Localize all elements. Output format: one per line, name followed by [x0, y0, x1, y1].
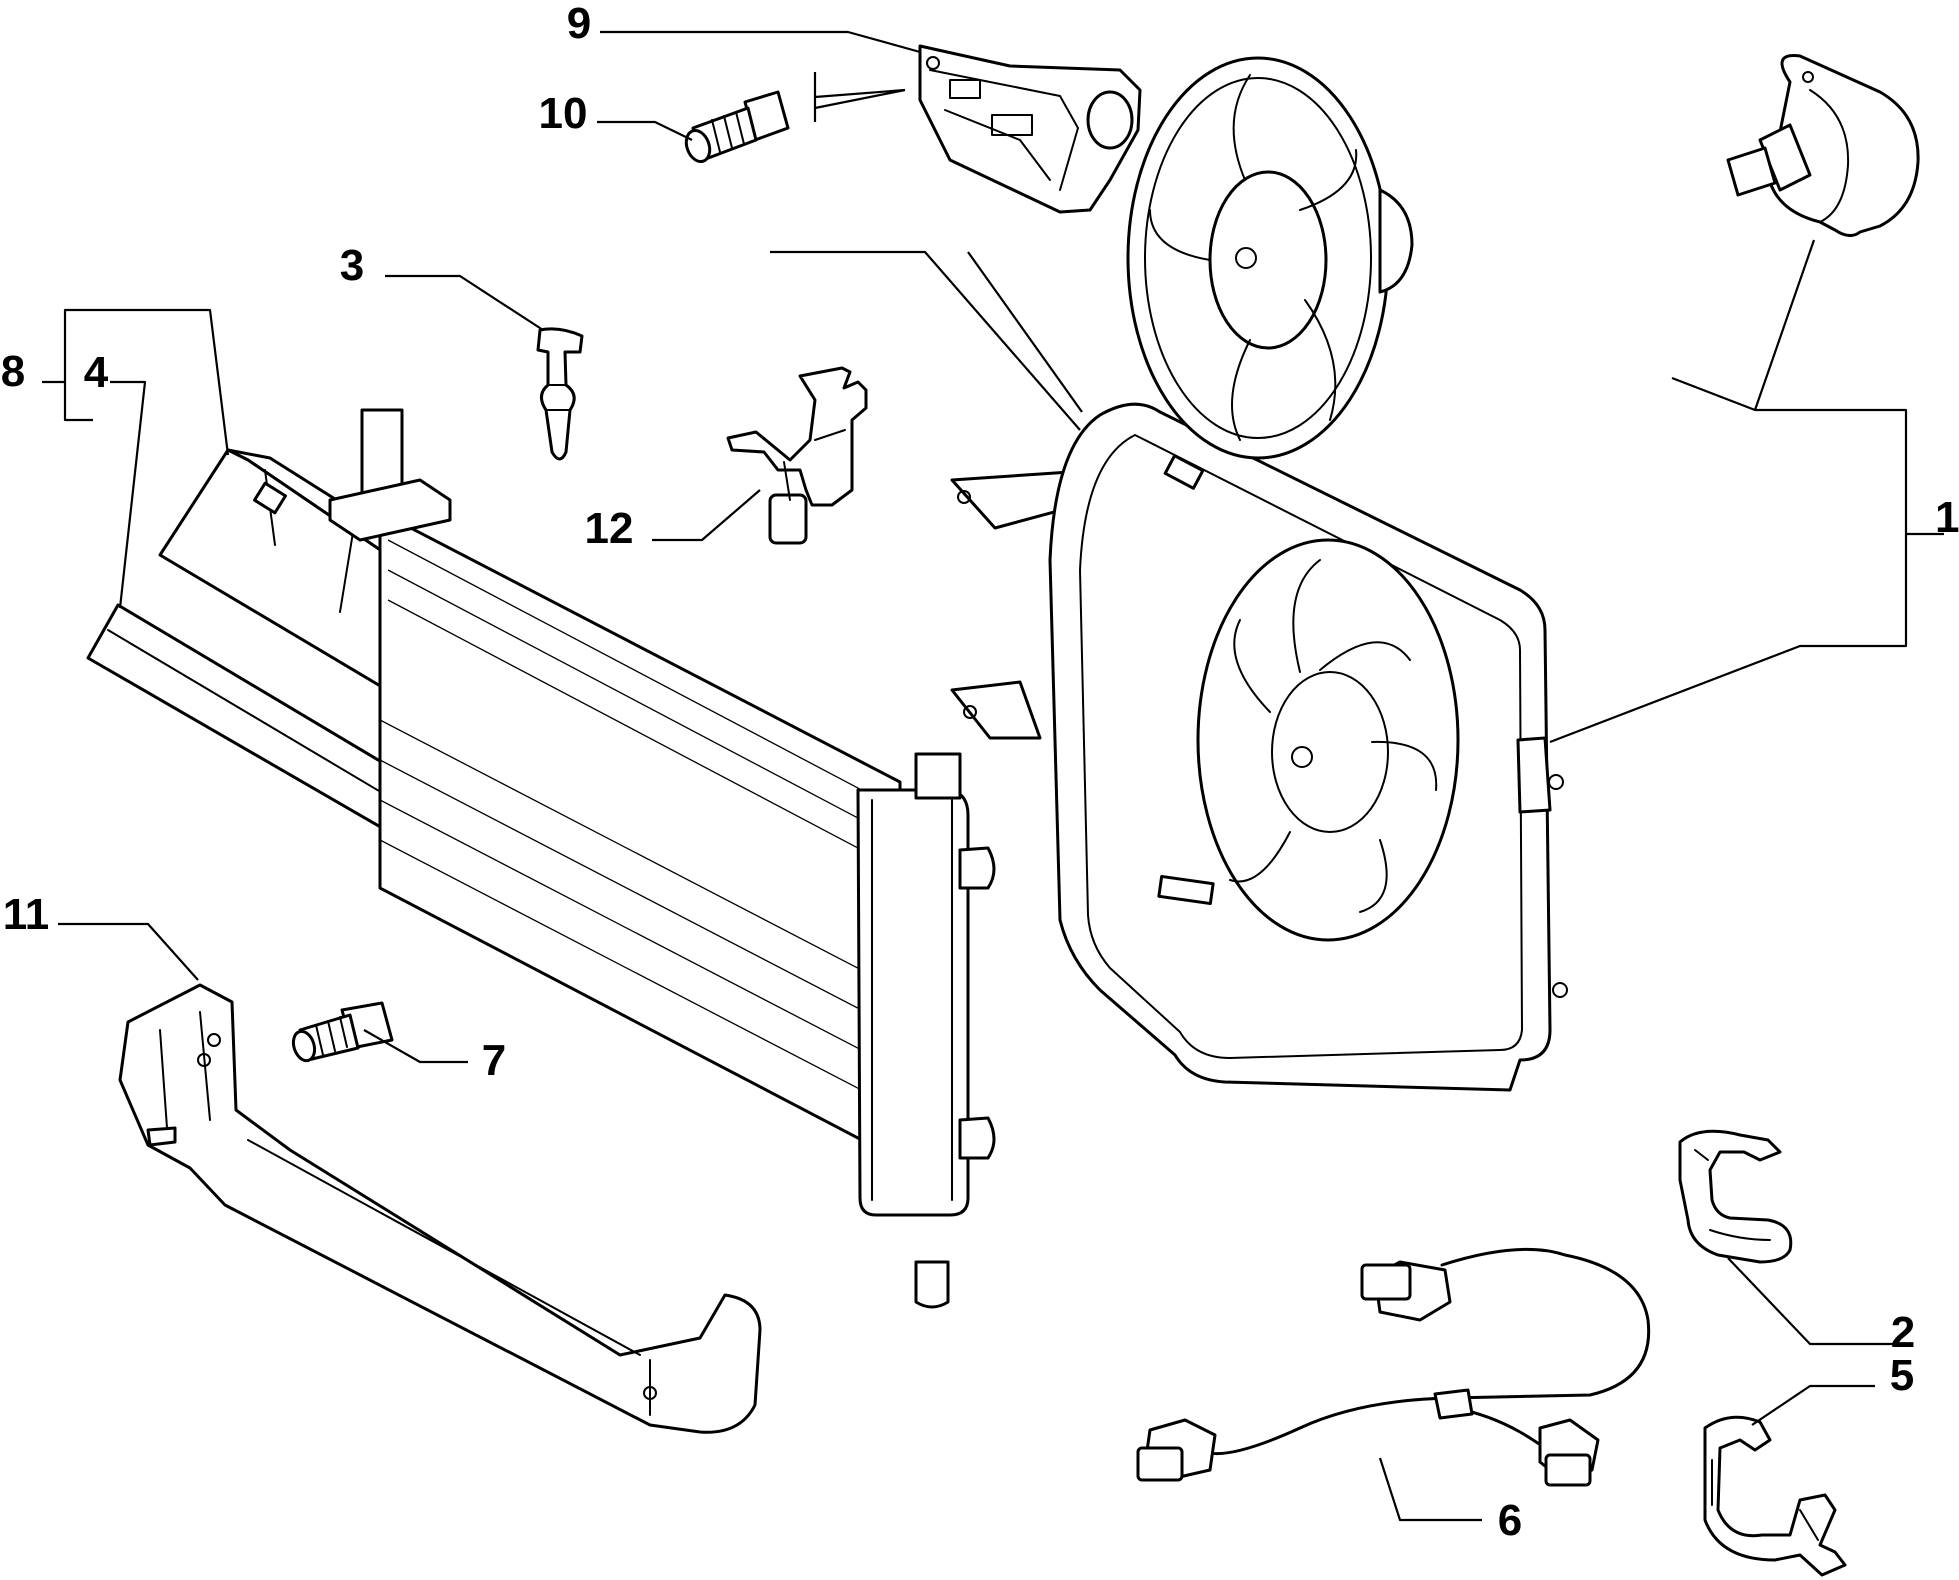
part-9-resistor-module[interactable]: [918, 44, 1142, 214]
part-1-fan-shroud-assembly[interactable]: [950, 402, 1568, 1092]
leader-3: [385, 274, 544, 331]
part-1-fan-motor[interactable]: [1726, 54, 1920, 237]
part-12-bracket[interactable]: [726, 366, 868, 545]
callout-9: 9: [567, 0, 591, 48]
callout-11: 11: [3, 890, 50, 939]
callout-5: 5: [1890, 1351, 1914, 1400]
radiator[interactable]: [328, 408, 996, 1309]
callout-4: 4: [84, 348, 109, 397]
part-11-lower-bracket[interactable]: [118, 983, 762, 1434]
leader-2: [1727, 1257, 1895, 1346]
leader-4: [110, 380, 147, 609]
part-5-cable-clip[interactable]: [1703, 1415, 1847, 1577]
part-7-bolt[interactable]: [290, 1001, 394, 1063]
leader-10: [597, 120, 693, 141]
leader-9: [600, 30, 921, 54]
part-10-bolt[interactable]: [682, 90, 790, 165]
leader-11: [58, 922, 199, 981]
callout-12: 12: [585, 504, 634, 553]
part-6-wiring-harness[interactable]: [1136, 1247, 1651, 1487]
leader-5: [1751, 1384, 1875, 1426]
leader-6: [1378, 1457, 1482, 1522]
callout-7: 7: [482, 1036, 506, 1085]
callout-3: 3: [340, 241, 364, 290]
part-2-clamp[interactable]: [1678, 1129, 1793, 1264]
leader-7: [363, 1029, 468, 1064]
part-3-push-clip[interactable]: [536, 327, 584, 461]
callout-1: 1: [1935, 493, 1959, 542]
callout-10: 10: [539, 89, 588, 138]
callout-labels: 1 2 3 4 5 6 7 8 9 10 11 12: [1, 0, 1959, 1545]
callout-6: 6: [1498, 1496, 1522, 1545]
leader-12: [652, 489, 761, 542]
part-1-fan-blade[interactable]: [1126, 56, 1414, 460]
leader-9-10-bracket: [813, 72, 906, 122]
callout-8: 8: [1, 347, 25, 396]
leader-lines: [42, 30, 1944, 1522]
callout-2: 2: [1891, 1308, 1915, 1357]
leader-8: [42, 308, 230, 456]
leader-1: [1549, 239, 1944, 744]
leader-radiator: [770, 250, 1083, 431]
